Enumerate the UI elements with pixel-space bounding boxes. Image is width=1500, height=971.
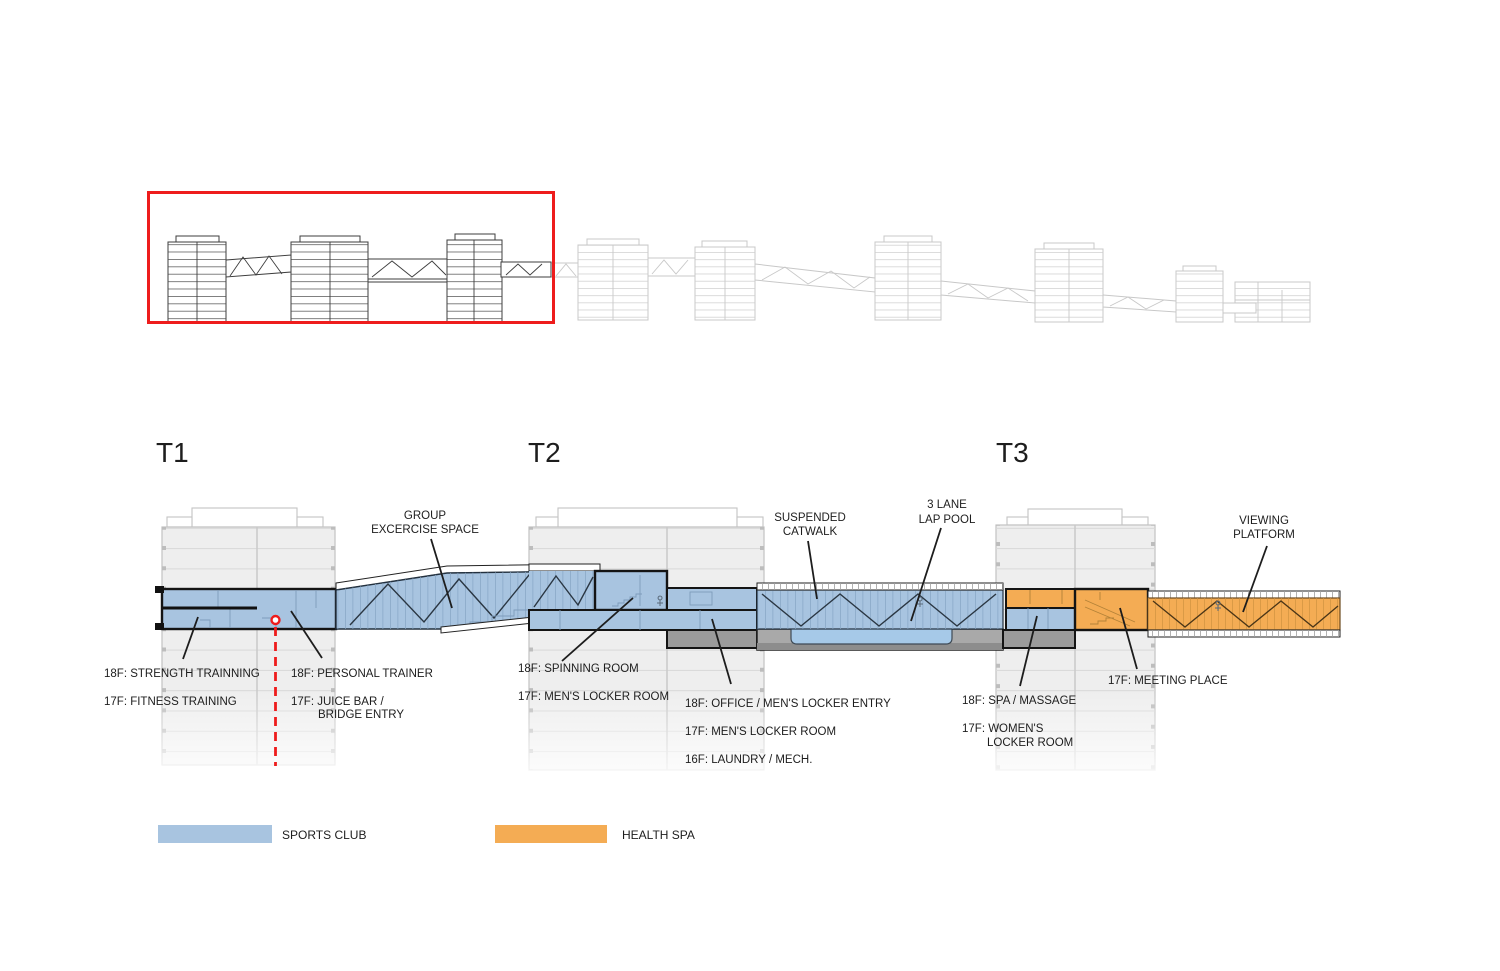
- legend: SPORTS CLUB HEALTH SPA: [158, 825, 695, 843]
- floor-label-t2-locker-left: 17F: MEN'S LOCKER ROOM: [518, 691, 669, 703]
- t3-womens-locker-floor: [1005, 607, 1076, 631]
- floor-label-t3-spa: 18F: SPA / MASSAGE: [962, 695, 1077, 707]
- leader-group-exercise: [430, 538, 453, 609]
- leader-strength-training: [182, 616, 199, 660]
- red-extent-box: [147, 191, 555, 324]
- leader-suspended-catwalk: [807, 540, 818, 600]
- leader-viewing-platform: [1242, 545, 1268, 613]
- tower-labels: T1 T2 T3: [156, 437, 1029, 468]
- t3-spa-massage-floor: [1005, 588, 1076, 609]
- callout-catwalk-line2: CATWALK: [783, 526, 838, 538]
- t2-laundry-mech-block: [666, 629, 758, 649]
- floor-label-t3-womens-line2: LOCKER ROOM: [987, 737, 1073, 749]
- t3-lower-gray-block: [1002, 629, 1076, 649]
- callout-catwalk-line1: SUSPENDED: [774, 512, 846, 524]
- t2-sports-club-floors: [528, 563, 758, 649]
- floor-label-t1-juice-line1: 17F: JUICE BAR /: [291, 696, 384, 708]
- leader-office: [711, 618, 732, 685]
- callout-labels: GROUP EXCERCISE SPACE SUSPENDED CATWALK …: [371, 499, 1295, 541]
- label-t2: T2: [528, 437, 561, 468]
- lap-pool: [790, 627, 953, 645]
- key-plan: [147, 191, 1311, 324]
- label-t1: T1: [156, 437, 189, 468]
- key-plan-context-bridges: [551, 257, 1257, 314]
- callout-lap-pool-line2: LAP POOL: [919, 514, 976, 526]
- leader-spinning-room: [561, 597, 634, 662]
- callout-viewing-line2: PLATFORM: [1233, 529, 1295, 541]
- floor-label-t3-womens-line1: 17F: WOMEN'S: [962, 723, 1044, 735]
- key-plan-highlight-towers: [167, 233, 503, 324]
- suspended-catwalk-lap-pool-bridge: [756, 582, 1004, 651]
- callout-lap-pool-line1: 3 LANE: [927, 499, 967, 511]
- label-t3: T3: [996, 437, 1029, 468]
- t3-program-floors: [1002, 587, 1150, 649]
- floor-program-labels: 18F: STRENGTH TRAINNING 17F: FITNESS TRA…: [104, 663, 1228, 766]
- t3-meeting-place-block: [1073, 587, 1150, 632]
- floor-label-t2-laundry: 16F: LAUNDRY / MECH.: [685, 754, 812, 766]
- legend-sports-club-label: SPORTS CLUB: [282, 828, 366, 842]
- leader-lap-pool: [910, 527, 942, 622]
- leader-spa-massage: [1019, 615, 1038, 687]
- leader-personal-trainer: [290, 610, 323, 659]
- callout-group-exercise-line2: EXCERCISE SPACE: [371, 524, 479, 536]
- legend-health-spa-label: HEALTH SPA: [622, 828, 695, 842]
- legend-health-spa-swatch: [495, 825, 607, 843]
- callout-viewing-line1: VIEWING: [1239, 515, 1289, 527]
- t1-sports-club-floors: [155, 586, 338, 631]
- leader-lines: [182, 527, 1268, 687]
- key-plan-highlight-bridges: [225, 254, 552, 283]
- floor-label-t2-locker-right: 17F: MEN'S LOCKER ROOM: [685, 726, 836, 738]
- viewing-platform-bridge: [1147, 590, 1341, 638]
- floor-label-t1-strength: 18F: STRENGTH TRAINNING: [104, 668, 260, 680]
- floor-label-t2-spinning: 18F: SPINNING ROOM: [518, 663, 639, 675]
- floor-label-t1-juice-line2: BRIDGE ENTRY: [318, 709, 404, 721]
- key-plan-context-towers: [577, 235, 1311, 323]
- floor-label-t1-personal: 18F: PERSONAL TRAINER: [291, 668, 433, 680]
- leader-meeting-place: [1119, 607, 1138, 670]
- callout-group-exercise-line1: GROUP: [404, 510, 447, 522]
- floor-label-t3-meeting: 17F: MEETING PLACE: [1108, 675, 1228, 687]
- floor-label-t2-office: 18F: OFFICE / MEN'S LOCKER ENTRY: [685, 698, 891, 710]
- tower-bottom-fade: [150, 690, 1165, 775]
- legend-sports-club-swatch: [158, 825, 272, 843]
- floor-label-t1-fitness: 17F: FITNESS TRAINING: [104, 696, 237, 708]
- section-cut-marker: [270, 614, 281, 766]
